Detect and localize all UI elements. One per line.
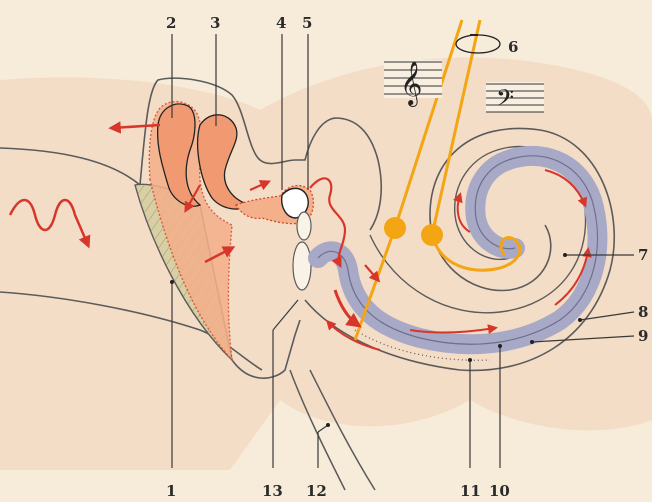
svg-text:𝄢: 𝄢 — [496, 84, 514, 117]
label-3: 3 — [210, 14, 220, 32]
label-12: 12 — [306, 482, 327, 500]
label-6: 6 — [508, 38, 518, 56]
label-9: 9 — [638, 327, 648, 345]
label-11: 11 — [460, 482, 481, 500]
svg-text:𝄞: 𝄞 — [400, 61, 422, 107]
label-10: 10 — [489, 482, 510, 500]
label-7: 7 — [638, 246, 648, 264]
label-1: 1 — [166, 482, 176, 500]
label-4: 4 — [276, 14, 286, 32]
bass-clef-icon: 𝄢 — [486, 82, 544, 117]
label-13: 13 — [262, 482, 283, 500]
label-5: 5 — [302, 14, 312, 32]
rotation-arrow-icon — [456, 35, 500, 53]
label-8: 8 — [638, 303, 648, 321]
label-2: 2 — [166, 14, 176, 32]
